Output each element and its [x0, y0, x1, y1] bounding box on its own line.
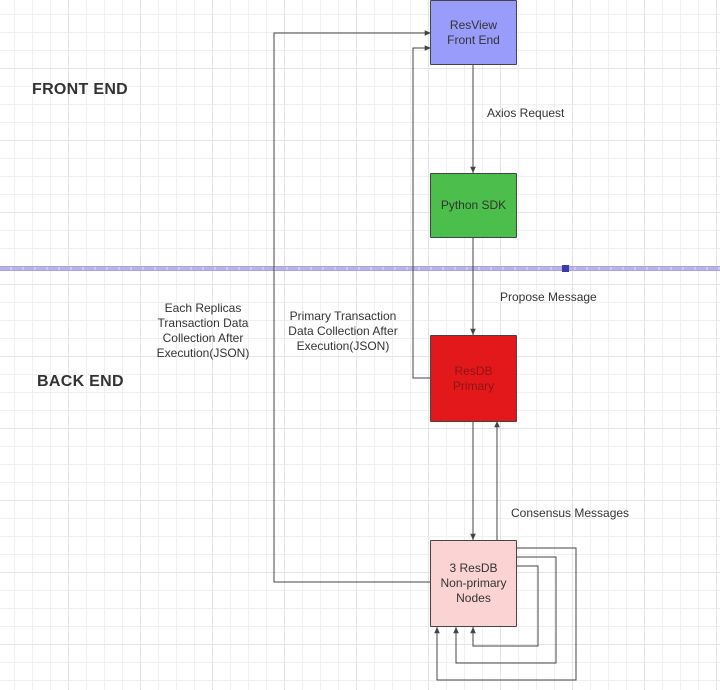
- resview-node-label: ResView Front End: [447, 17, 500, 47]
- primary-collection-label: Primary Transaction Data Collection Afte…: [288, 309, 398, 353]
- consensus-messages-label: Consensus Messages: [511, 506, 630, 520]
- edge-self-loop-3: [434, 547, 577, 681]
- edge-self-loop-2: [453, 556, 557, 664]
- axios-request-label: Axios Request: [487, 106, 565, 120]
- resdb-primary-node-label: ResDB Primary: [452, 363, 495, 393]
- python-sdk-node-label: Python SDK: [440, 198, 507, 212]
- propose-message-label: Propose Message: [500, 290, 597, 304]
- divider-handle[interactable]: [562, 265, 569, 272]
- non-primary-node-label: 3 ResDB Non-primary Nodes: [440, 561, 507, 605]
- resview-node[interactable]: ResView Front End: [430, 0, 517, 65]
- replicas-collection-label: Each Replicas Transaction Data Collectio…: [156, 301, 250, 360]
- back-end-heading: BACK END: [37, 373, 124, 390]
- resdb-primary-node[interactable]: ResDB Primary: [430, 335, 517, 422]
- edge-replicas-collection: [273, 30, 431, 583]
- edge-primary-collection: [412, 45, 431, 379]
- edge-self-loop-1: [470, 565, 539, 647]
- non-primary-node[interactable]: 3 ResDB Non-primary Nodes: [430, 540, 517, 627]
- front-end-heading: FRONT END: [32, 81, 129, 98]
- front-back-divider: [0, 266, 720, 271]
- python-sdk-node[interactable]: Python SDK: [430, 173, 517, 238]
